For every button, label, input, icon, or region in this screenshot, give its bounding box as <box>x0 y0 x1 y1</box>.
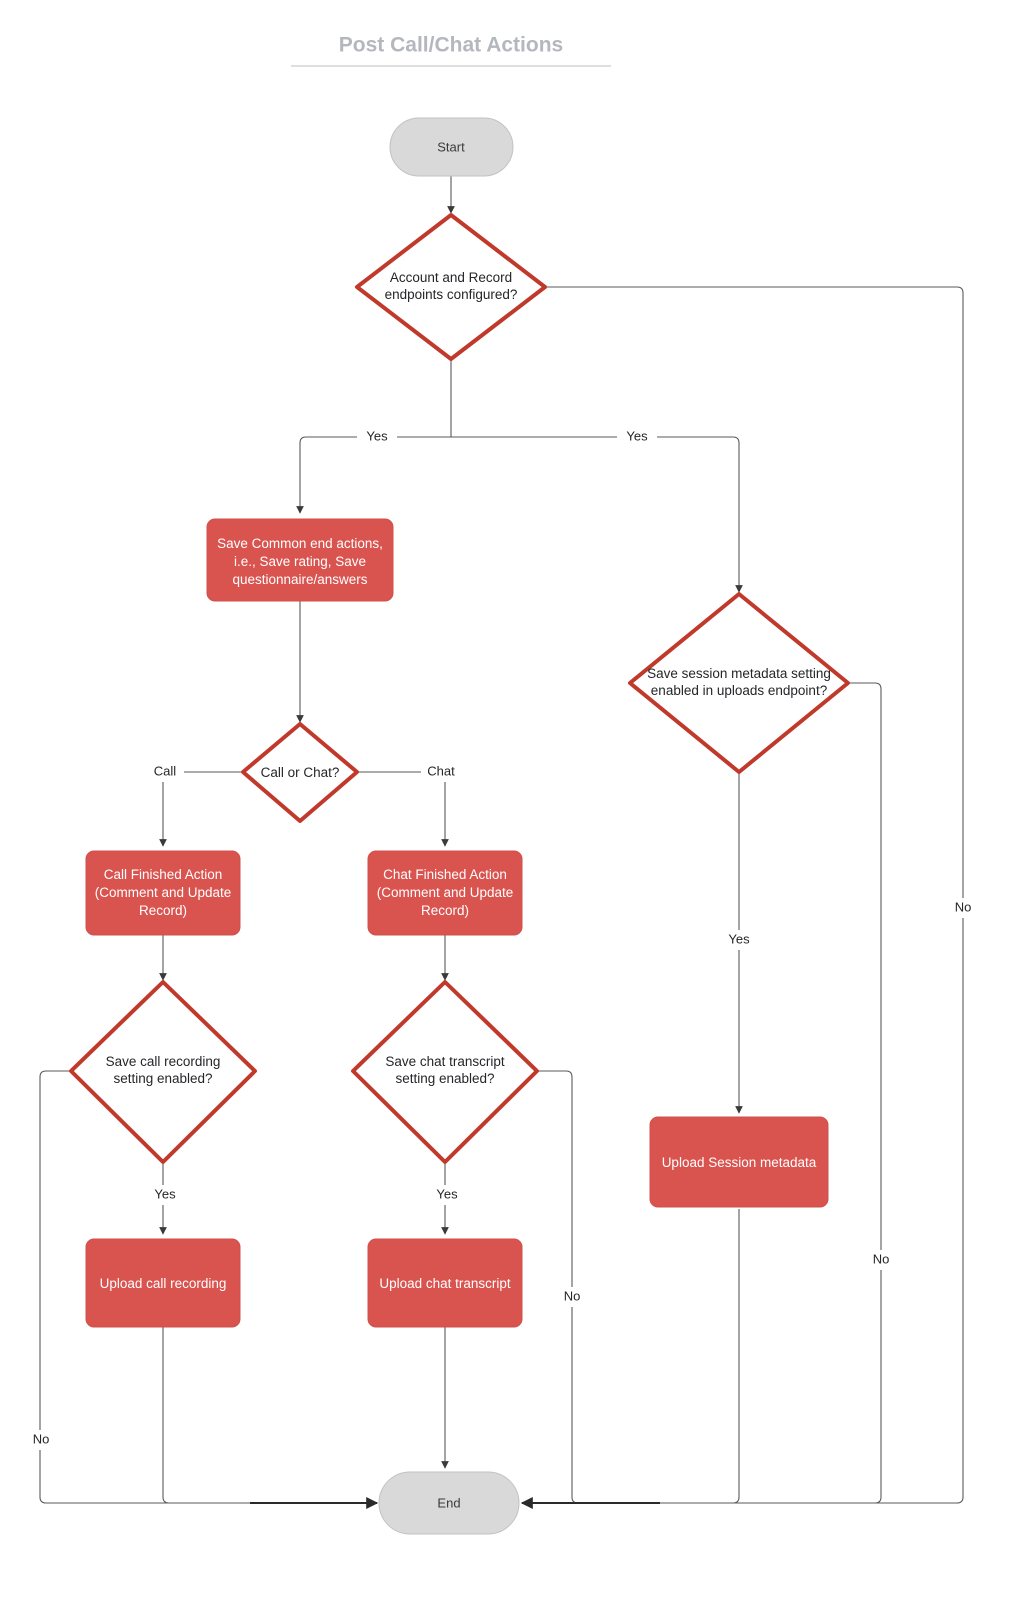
call-recording-label-line1: Save call recording <box>106 1054 221 1069</box>
edge-labels-layer: Yes Yes No Call Chat Yes No Yes No Yes N… <box>24 427 980 1450</box>
edge-transcript-no <box>537 1070 650 1504</box>
end-shape[interactable] <box>378 1471 520 1535</box>
edge-label-bg <box>946 898 980 918</box>
node-process-common-actions[interactable]: Save Common end actions, i.e., Save rati… <box>206 518 394 602</box>
endpoints-decision-label-line2: endpoints configured? <box>385 287 518 302</box>
endpoints-decision-label-line1: Account and Record <box>390 270 512 285</box>
chat-finished-label-line1: Chat Finished Action <box>383 867 507 882</box>
end-label: End <box>437 1495 460 1510</box>
session-metadata-label-line2: enabled in uploads endpoint? <box>651 683 827 698</box>
session-metadata-shape[interactable] <box>628 592 850 774</box>
node-process-upload-chat-transcript[interactable]: Upload chat transcript <box>367 1238 523 1328</box>
chat-transcript-label-line2: setting enabled? <box>395 1071 494 1086</box>
edge-uploadcall-to-end <box>162 1327 250 1504</box>
edge-label-bg <box>146 1185 184 1205</box>
call-finished-shape[interactable] <box>85 850 241 936</box>
page-title: Post Call/Chat Actions <box>339 34 563 57</box>
edge-label-recording-yes: Yes <box>154 1186 176 1201</box>
common-actions-label-line3: questionnaire/answers <box>232 572 367 587</box>
upload-chat-transcript-label: Upload chat transcript <box>379 1276 511 1291</box>
edge-label-endpoints-no: No <box>955 899 972 914</box>
chat-transcript-label-line1: Save chat transcript <box>385 1054 505 1069</box>
common-actions-label-line1: Save Common end actions, <box>217 536 383 551</box>
common-actions-shape[interactable] <box>206 518 394 602</box>
chat-finished-label-line3: Record) <box>421 903 469 918</box>
call-finished-label-line3: Record) <box>139 903 187 918</box>
node-decision-call-or-chat[interactable]: Call or Chat? <box>241 722 359 823</box>
edge-label-bg <box>720 930 758 950</box>
call-finished-label-line2: (Comment and Update <box>95 885 232 900</box>
node-decision-endpoints[interactable]: Account and Record endpoints configured? <box>355 213 547 361</box>
edge-label-transcript-yes: Yes <box>436 1186 458 1201</box>
edge-label-transcript-no: No <box>564 1288 581 1303</box>
node-decision-session-metadata[interactable]: Save session metadata setting enabled in… <box>628 592 850 774</box>
node-start[interactable]: Start <box>389 117 514 177</box>
edge-label-bg <box>146 762 184 782</box>
edge-callchat-chat <box>357 771 449 847</box>
upload-session-metadata-label: Upload Session metadata <box>662 1155 817 1170</box>
edge-endpoints-no <box>545 286 964 1504</box>
edge-label-bg <box>357 427 397 447</box>
node-decision-call-recording[interactable]: Save call recording setting enabled? <box>69 980 257 1164</box>
upload-chat-transcript-shape[interactable] <box>367 1238 523 1328</box>
edge-label-bg <box>864 1250 898 1270</box>
edge-label-endpoints-yes-right: Yes <box>626 428 648 443</box>
chat-transcript-shape[interactable] <box>351 980 539 1164</box>
edge-label-endpoints-yes-left: Yes <box>366 428 388 443</box>
start-shape[interactable] <box>389 117 514 177</box>
endpoints-decision-shape[interactable] <box>355 213 547 361</box>
edge-sessionmeta-no <box>700 682 882 1504</box>
node-process-upload-call-recording[interactable]: Upload call recording <box>85 1238 241 1328</box>
call-or-chat-label: Call or Chat? <box>261 765 340 780</box>
node-end[interactable]: End <box>378 1471 520 1535</box>
chat-finished-label-line2: (Comment and Update <box>377 885 514 900</box>
edge-endpoints-yes-right <box>451 436 743 593</box>
edge-label-recording-no: No <box>33 1431 50 1446</box>
node-process-call-finished[interactable]: Call Finished Action (Comment and Update… <box>85 850 241 936</box>
upload-call-recording-label: Upload call recording <box>100 1276 227 1291</box>
edge-label-bg <box>555 1287 589 1307</box>
edge-label-bg <box>617 427 657 447</box>
edge-callchat-call <box>159 771 243 847</box>
upload-session-metadata-shape[interactable] <box>649 1116 829 1208</box>
common-actions-label-line2: i.e., Save rating, Save <box>234 554 366 569</box>
node-process-upload-session-metadata[interactable]: Upload Session metadata <box>649 1116 829 1208</box>
edge-label-callchat-call: Call <box>154 763 177 778</box>
call-finished-label-line1: Call Finished Action <box>104 867 223 882</box>
edge-label-sessionmeta-no: No <box>873 1251 890 1266</box>
edge-label-callchat-chat: Chat <box>427 763 455 778</box>
call-recording-shape[interactable] <box>69 980 257 1164</box>
upload-call-recording-shape[interactable] <box>85 1238 241 1328</box>
session-metadata-label-line1: Save session metadata setting <box>647 666 831 681</box>
edge-recording-no <box>39 1070 250 1504</box>
diagram-title-group: Post Call/Chat Actions <box>291 34 611 67</box>
edge-label-sessionmeta-yes: Yes <box>728 931 750 946</box>
call-recording-label-line2: setting enabled? <box>113 1071 212 1086</box>
edge-endpoints-yes-left <box>296 436 451 514</box>
call-or-chat-shape[interactable] <box>241 722 359 823</box>
chat-finished-shape[interactable] <box>367 850 523 936</box>
edge-uploadsession-to-end <box>660 1209 740 1504</box>
node-process-chat-finished[interactable]: Chat Finished Action (Comment and Update… <box>367 850 523 936</box>
start-label: Start <box>437 139 465 154</box>
node-decision-chat-transcript[interactable]: Save chat transcript setting enabled? <box>351 980 539 1164</box>
edge-label-bg <box>24 1430 58 1450</box>
edge-label-bg <box>428 1185 466 1205</box>
edge-label-bg <box>421 762 461 782</box>
